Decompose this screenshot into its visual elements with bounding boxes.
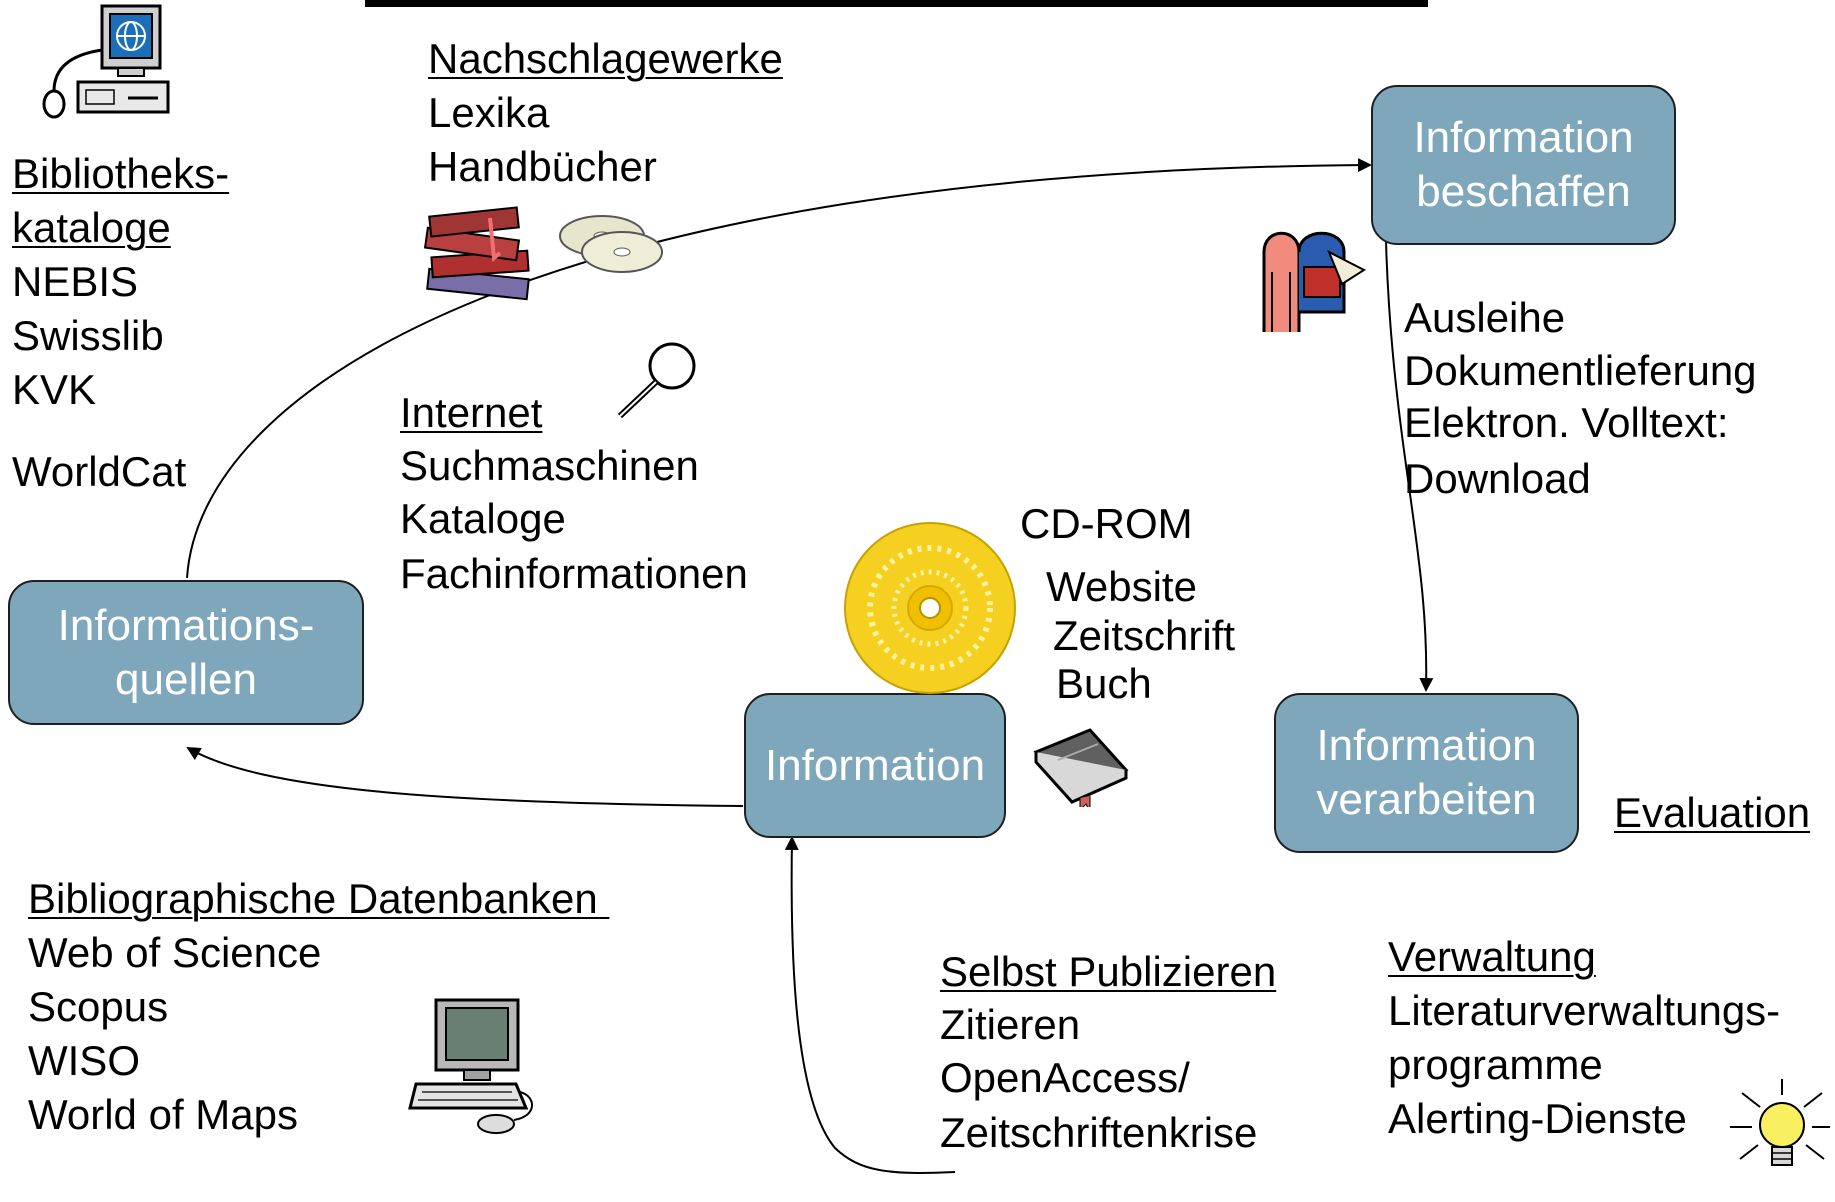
reference-item-lexika: Lexika — [428, 89, 550, 136]
publishing-item-openaccess: OpenAccess/ — [940, 1054, 1190, 1101]
internet-item-suchmaschinen: Suchmaschinen — [400, 442, 699, 489]
cd-rom-icon — [844, 522, 1016, 694]
catalogs-heading-1: Bibliotheks- — [12, 150, 230, 197]
management-item-litverwaltung: Literaturverwaltungs- — [1388, 987, 1781, 1034]
procurement-item-volltext: Elektron. Volltext: — [1404, 399, 1729, 446]
node-information-beschaffen: Information beschaffen — [1371, 85, 1676, 245]
internet-heading: Internet — [400, 389, 543, 436]
catalog-item-swisslib: Swisslib — [12, 312, 164, 359]
arrow-beschaffen-to-verarbeiten — [1384, 179, 1434, 692]
catalog-item-nebis: NEBIS — [12, 258, 139, 305]
computer-terminal-icon — [42, 4, 170, 119]
management-item-programme: programme — [1388, 1041, 1603, 1088]
node-information: Information — [744, 693, 1006, 838]
node-informationsquellen-line-2: quellen — [115, 654, 257, 704]
evaluation-label: Evaluation — [1614, 789, 1811, 836]
databases-heading: Bibliographische Datenbanken — [28, 875, 610, 922]
node-beschaffen-line-1: Information — [1413, 113, 1634, 162]
arrow-information-to-quellen — [186, 746, 744, 807]
procurement-item-dokumentlieferung: Dokumentlieferung — [1404, 347, 1757, 394]
media-item-website: Website — [1046, 563, 1197, 610]
catalog-item-kvk: KVK — [12, 366, 97, 413]
internet-item-kataloge: Kataloge — [400, 495, 566, 542]
database-item-worldofmaps: World of Maps — [28, 1091, 298, 1138]
management-item-alerting: Alerting-Dienste — [1388, 1095, 1687, 1142]
mailbox-icon — [1262, 231, 1367, 332]
media-item-buch: Buch — [1056, 660, 1152, 707]
lightbulb-icon — [1730, 1079, 1830, 1166]
catalog-item-worldcat: WorldCat — [12, 448, 187, 495]
node-verarbeiten-line-2: verarbeiten — [1316, 775, 1537, 824]
cd-discs-icon — [559, 215, 663, 273]
publishing-item-zeitschriftenkrise: Zeitschriftenkrise — [940, 1109, 1258, 1156]
node-information-verarbeiten: Information verarbeiten — [1274, 693, 1579, 853]
node-informationsquellen-line-1: Informations- — [57, 600, 315, 650]
procurement-item-ausleihe: Ausleihe — [1404, 294, 1566, 341]
node-beschaffen-line-2: beschaffen — [1416, 167, 1631, 216]
reference-heading: Nachschlagewerke — [428, 35, 783, 82]
procurement-item-download: Download — [1404, 455, 1591, 502]
internet-item-fachinformationen: Fachinformationen — [400, 550, 748, 597]
desktop-computer-icon — [408, 998, 533, 1134]
book-icon — [1033, 728, 1129, 807]
magnifier-icon — [617, 342, 696, 419]
books-icon — [423, 206, 530, 301]
publishing-item-zitieren: Zitieren — [940, 1001, 1081, 1048]
database-item-wiso: WISO — [28, 1037, 140, 1084]
catalogs-heading-2: kataloge — [12, 204, 171, 251]
database-item-scopus: Scopus — [28, 983, 169, 1030]
arrow-publish-to-information — [784, 836, 956, 1174]
reference-item-handbuecher: Handbücher — [428, 143, 657, 190]
media-item-zeitschrift: Zeitschrift — [1053, 612, 1236, 659]
management-heading: Verwaltung — [1388, 933, 1596, 980]
node-verarbeiten-line-1: Information — [1316, 721, 1537, 770]
node-informationsquellen: Informations- quellen — [8, 580, 364, 725]
node-information-label: Information — [764, 740, 986, 790]
media-item-cdrom: CD-ROM — [1020, 500, 1193, 547]
arrow-quellen-to-beschaffen — [186, 158, 1372, 579]
publishing-heading: Selbst Publizieren — [940, 948, 1277, 995]
top-rule — [365, 0, 1428, 7]
database-item-wos: Web of Science — [28, 929, 322, 976]
